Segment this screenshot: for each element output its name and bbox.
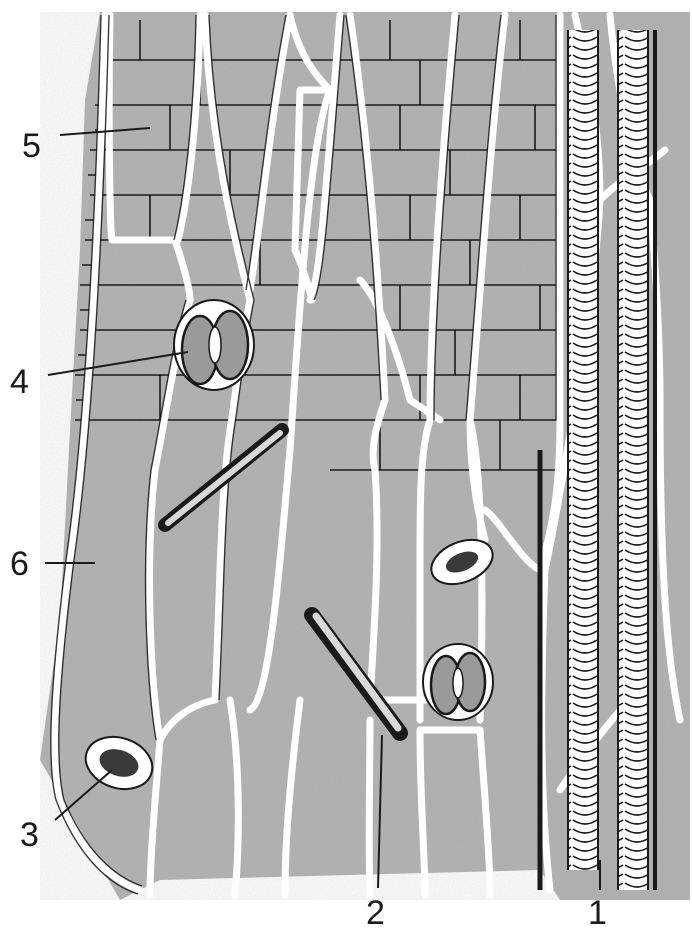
label-1: 1 [588, 896, 607, 930]
stoma-lower [423, 644, 493, 720]
label-3: 3 [20, 818, 39, 852]
label-6: 6 [10, 547, 29, 581]
label-2: 2 [366, 896, 385, 930]
label-4: 4 [10, 365, 29, 399]
stoma-upper [174, 300, 254, 390]
label-5: 5 [22, 129, 41, 163]
